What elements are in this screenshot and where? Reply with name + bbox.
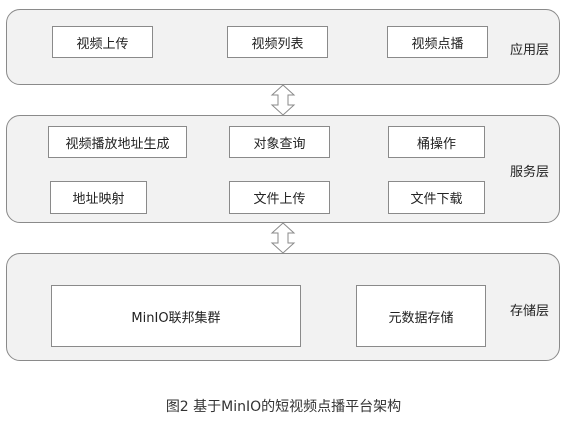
video-upload-box: 视频上传	[52, 26, 153, 58]
bucket-operation-box: 桶操作	[388, 126, 485, 158]
address-mapping-box: 地址映射	[50, 181, 147, 214]
video-on-demand-box: 视频点播	[387, 26, 488, 58]
file-download-box: 文件下载	[388, 181, 485, 214]
object-query-box: 对象查询	[229, 126, 330, 158]
double-arrow-icon	[270, 84, 296, 116]
figure-caption: 图2 基于MinIO的短视频点播平台架构	[165, 399, 402, 415]
storage-layer-label: 存储层	[510, 304, 550, 319]
application-layer-label: 应用层	[510, 43, 550, 58]
minio-federated-cluster-box: MinIO联邦集群	[51, 285, 301, 347]
metadata-storage-box: 元数据存储	[356, 285, 486, 347]
service-layer: 视频播放地址生成 对象查询 桶操作 地址映射 文件上传 文件下载 服务层	[6, 115, 560, 223]
file-upload-box: 文件上传	[229, 181, 330, 214]
video-list-box: 视频列表	[227, 26, 328, 58]
application-layer: 视频上传 视频列表 视频点播 应用层	[6, 9, 560, 85]
playback-address-gen-box: 视频播放地址生成	[48, 126, 187, 158]
storage-layer: MinIO联邦集群 元数据存储 存储层	[6, 253, 560, 361]
service-layer-label: 服务层	[510, 165, 550, 180]
double-arrow-icon	[270, 222, 296, 254]
